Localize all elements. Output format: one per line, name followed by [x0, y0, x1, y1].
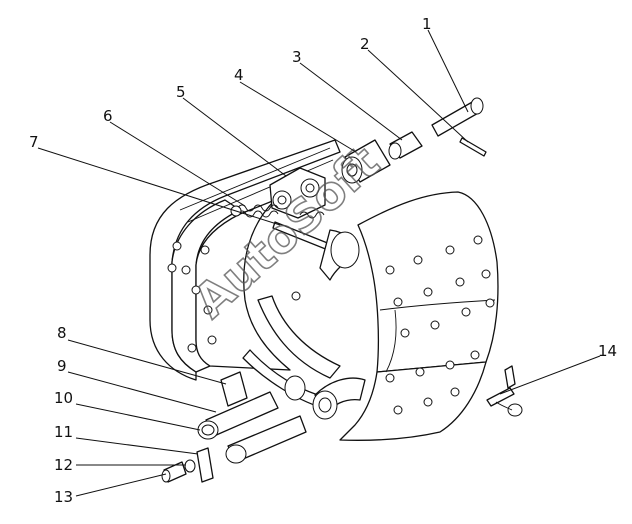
wear-sensor: [486, 365, 523, 417]
bolt: [161, 461, 187, 483]
callout-8: 8: [57, 324, 67, 342]
callout-7: 7: [29, 133, 39, 151]
callout-labels: 1 2 3 4 5 6 7 8 9 10 11 12 13 14: [29, 15, 617, 506]
callout-2: 2: [360, 35, 370, 53]
callout-11: 11: [54, 423, 73, 441]
callout-10: 10: [54, 389, 73, 407]
callout-5: 5: [176, 83, 186, 101]
leader-lines: [37, 29, 601, 497]
lower-pin-lower: [225, 415, 307, 464]
callout-13: 13: [54, 488, 73, 506]
left-brake-shoe: [149, 139, 341, 411]
lower-roller: [284, 375, 366, 420]
cotter-pin: [459, 137, 487, 157]
callout-3: 3: [292, 48, 302, 66]
callout-12: 12: [54, 456, 73, 474]
callout-14: 14: [598, 342, 617, 360]
callout-9: 9: [57, 357, 67, 375]
bushing: [388, 131, 423, 160]
lower-pin-upper: [197, 391, 279, 440]
pivot-pin: [431, 97, 484, 137]
roller: [341, 139, 391, 184]
washer: [184, 459, 196, 473]
retaining-bracket: [196, 447, 214, 483]
callout-4: 4: [234, 66, 244, 84]
lock-plate: [220, 371, 248, 407]
right-brake-shoe: [319, 191, 499, 441]
callout-1: 1: [422, 15, 432, 33]
anchor-bracket: [269, 167, 326, 219]
callout-6: 6: [103, 107, 113, 125]
